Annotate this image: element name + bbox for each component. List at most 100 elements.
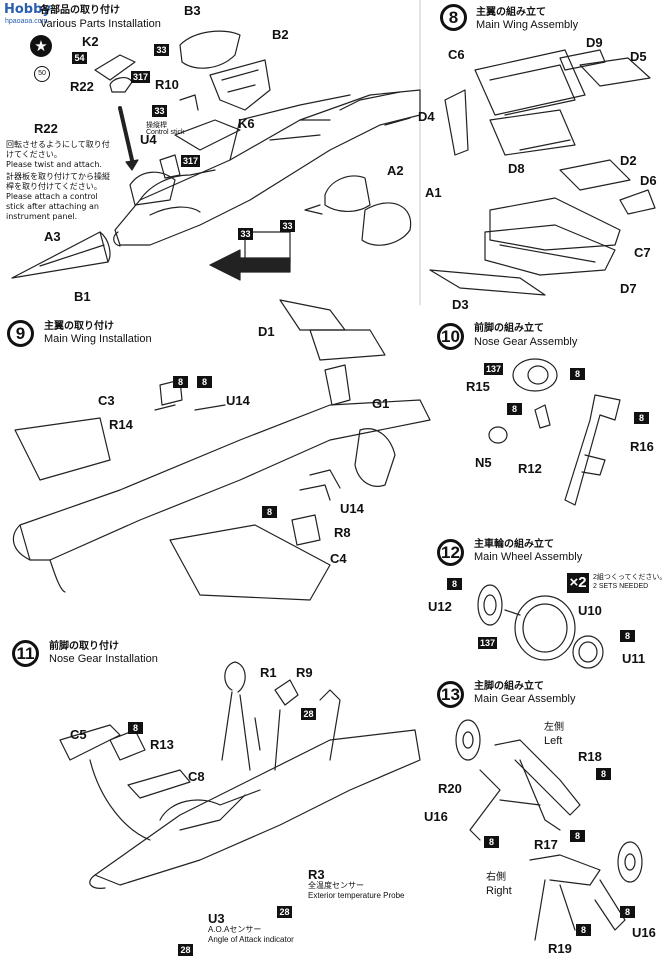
watermark-url: hpaoaoa.com bbox=[5, 18, 48, 25]
sec7-title-jp: 各部品の取り付け bbox=[40, 5, 120, 16]
part-D9: D9 bbox=[586, 35, 603, 50]
part-U14-a: U14 bbox=[226, 393, 250, 408]
control-stick-jp: 操縦桿 bbox=[146, 122, 167, 129]
part-R18: R18 bbox=[578, 749, 602, 764]
part-D8: D8 bbox=[508, 161, 525, 176]
badge-28-r3: 28 bbox=[277, 906, 292, 918]
badge-317-b: 317 bbox=[181, 155, 201, 167]
part-U10: U10 bbox=[578, 603, 602, 618]
step-10-number: 10 bbox=[437, 323, 464, 350]
badge-8-r8: 8 bbox=[262, 506, 277, 518]
part-G1: G1 bbox=[372, 396, 390, 411]
arrow-graphic bbox=[209, 249, 291, 281]
part-D6: D6 bbox=[640, 173, 657, 188]
badge-137-r15: 137 bbox=[484, 363, 504, 375]
part-D7: D7 bbox=[620, 281, 637, 296]
part-R22-top: R22 bbox=[70, 79, 94, 94]
part-U16-right: U16 bbox=[632, 925, 656, 940]
part-U4: U4 bbox=[140, 132, 157, 147]
badge-33-arrow-a: 33 bbox=[238, 228, 253, 240]
part-50-badge: 50 bbox=[34, 66, 50, 82]
sec12-title-jp: 主車輪の組み立て bbox=[474, 539, 554, 550]
r3-caption-jp: 全温度センサー bbox=[308, 881, 364, 890]
times-two-badge: ×2 bbox=[567, 573, 589, 593]
nose-gear-assembly-drawing bbox=[488, 358, 621, 506]
sets-needed-jp: 2組つくってください。 bbox=[593, 574, 667, 581]
sec10-title-jp: 前脚の組み立て bbox=[474, 323, 544, 334]
part-C7: C7 bbox=[634, 245, 651, 260]
part-C8: C8 bbox=[188, 769, 205, 784]
part-D4: D4 bbox=[418, 109, 435, 124]
main-gear-assembly-drawing bbox=[455, 719, 643, 941]
badge-8-r12: 8 bbox=[507, 403, 522, 415]
badge-137-u10: 137 bbox=[478, 637, 498, 649]
sec13-title-jp: 主脚の組み立て bbox=[474, 681, 544, 692]
note-r22-jp: 回転させるようにして取り付けてください。 bbox=[6, 140, 110, 159]
badge-8-u16-right: 8 bbox=[620, 906, 635, 918]
badge-28-u3: 28 bbox=[178, 944, 193, 956]
part-R17: R17 bbox=[534, 837, 558, 852]
part-R3: R3 bbox=[308, 867, 325, 882]
canopy-parts-drawing bbox=[179, 30, 271, 111]
part-R20: R20 bbox=[438, 781, 462, 796]
badge-8-r19: 8 bbox=[576, 924, 591, 936]
part-B3: B3 bbox=[184, 3, 201, 18]
badge-8-u12: 8 bbox=[447, 578, 462, 590]
part-U16-left: U16 bbox=[424, 809, 448, 824]
part-K6: K6 bbox=[238, 116, 255, 131]
part-U12: U12 bbox=[428, 599, 452, 614]
sets-needed-en: 2 SETS NEEDED bbox=[593, 583, 649, 590]
part-R15: R15 bbox=[466, 379, 490, 394]
aircraft-main-wing-drawing bbox=[12, 299, 431, 601]
sec7-title-en: Various Parts Installation bbox=[40, 18, 161, 30]
nose-cone-drawing bbox=[11, 231, 111, 279]
step-8-number: 8 bbox=[440, 4, 467, 31]
part-C3: C3 bbox=[98, 393, 115, 408]
part-U11: U11 bbox=[622, 651, 646, 666]
part-R1: R1 bbox=[260, 665, 277, 680]
main-wing-assembly-drawing bbox=[429, 49, 656, 296]
part-D2: D2 bbox=[620, 153, 637, 168]
r3-caption-en: Exterior temperature Probe bbox=[308, 891, 405, 900]
badge-8-u16: 8 bbox=[484, 836, 499, 848]
step-9-number: 9 bbox=[7, 320, 34, 347]
badge-317-a: 317 bbox=[131, 71, 151, 83]
part-C6: C6 bbox=[448, 47, 465, 62]
control-stick-en: Control stick bbox=[146, 129, 185, 136]
part-N5: N5 bbox=[475, 455, 492, 470]
part-B1: B1 bbox=[74, 289, 91, 304]
part-K2: K2 bbox=[82, 34, 99, 49]
part-R8: R8 bbox=[334, 525, 351, 540]
sec9-title-jp: 主翼の取り付け bbox=[44, 321, 114, 332]
fuselage-front-drawing bbox=[113, 89, 421, 247]
part-U14-b: U14 bbox=[340, 501, 364, 516]
badge-8-r16: 8 bbox=[634, 412, 649, 424]
left-side-jp: 左側 bbox=[544, 722, 564, 733]
badge-33-arrow-b: 33 bbox=[280, 220, 295, 232]
badge-8-c3: 8 bbox=[173, 376, 188, 388]
part-C5: C5 bbox=[70, 727, 87, 742]
left-side-en: Left bbox=[544, 735, 563, 747]
badge-54: 54 bbox=[72, 52, 87, 64]
part-A3: A3 bbox=[44, 229, 61, 244]
note-panel-jp: 計器板を取り付けてから操縦桿を取り付けてください。 bbox=[6, 172, 110, 191]
watermark-logo: Hobby bbox=[4, 2, 51, 17]
part-R19: R19 bbox=[548, 941, 572, 956]
badge-8-r15: 8 bbox=[570, 368, 585, 380]
u3-caption-jp: A.O.Aセンサー bbox=[208, 925, 262, 934]
step-12-number: 12 bbox=[437, 539, 464, 566]
part-D1: D1 bbox=[258, 324, 275, 339]
badge-28-r9: 28 bbox=[301, 708, 316, 720]
part-D3: D3 bbox=[452, 297, 469, 312]
u3-caption-en: Angle of Attack indicator bbox=[208, 935, 294, 944]
part-R22: R22 bbox=[34, 121, 58, 136]
main-wheel-assembly-drawing bbox=[477, 584, 604, 669]
part-C4: C4 bbox=[330, 551, 347, 566]
sec8-title-jp: 主翼の組み立て bbox=[476, 7, 546, 18]
star-icon: ★ bbox=[30, 35, 52, 57]
small-cockpit-parts-drawing bbox=[94, 54, 241, 206]
sec13-title-en: Main Gear Assembly bbox=[474, 693, 576, 705]
badge-8-r13: 8 bbox=[128, 722, 143, 734]
